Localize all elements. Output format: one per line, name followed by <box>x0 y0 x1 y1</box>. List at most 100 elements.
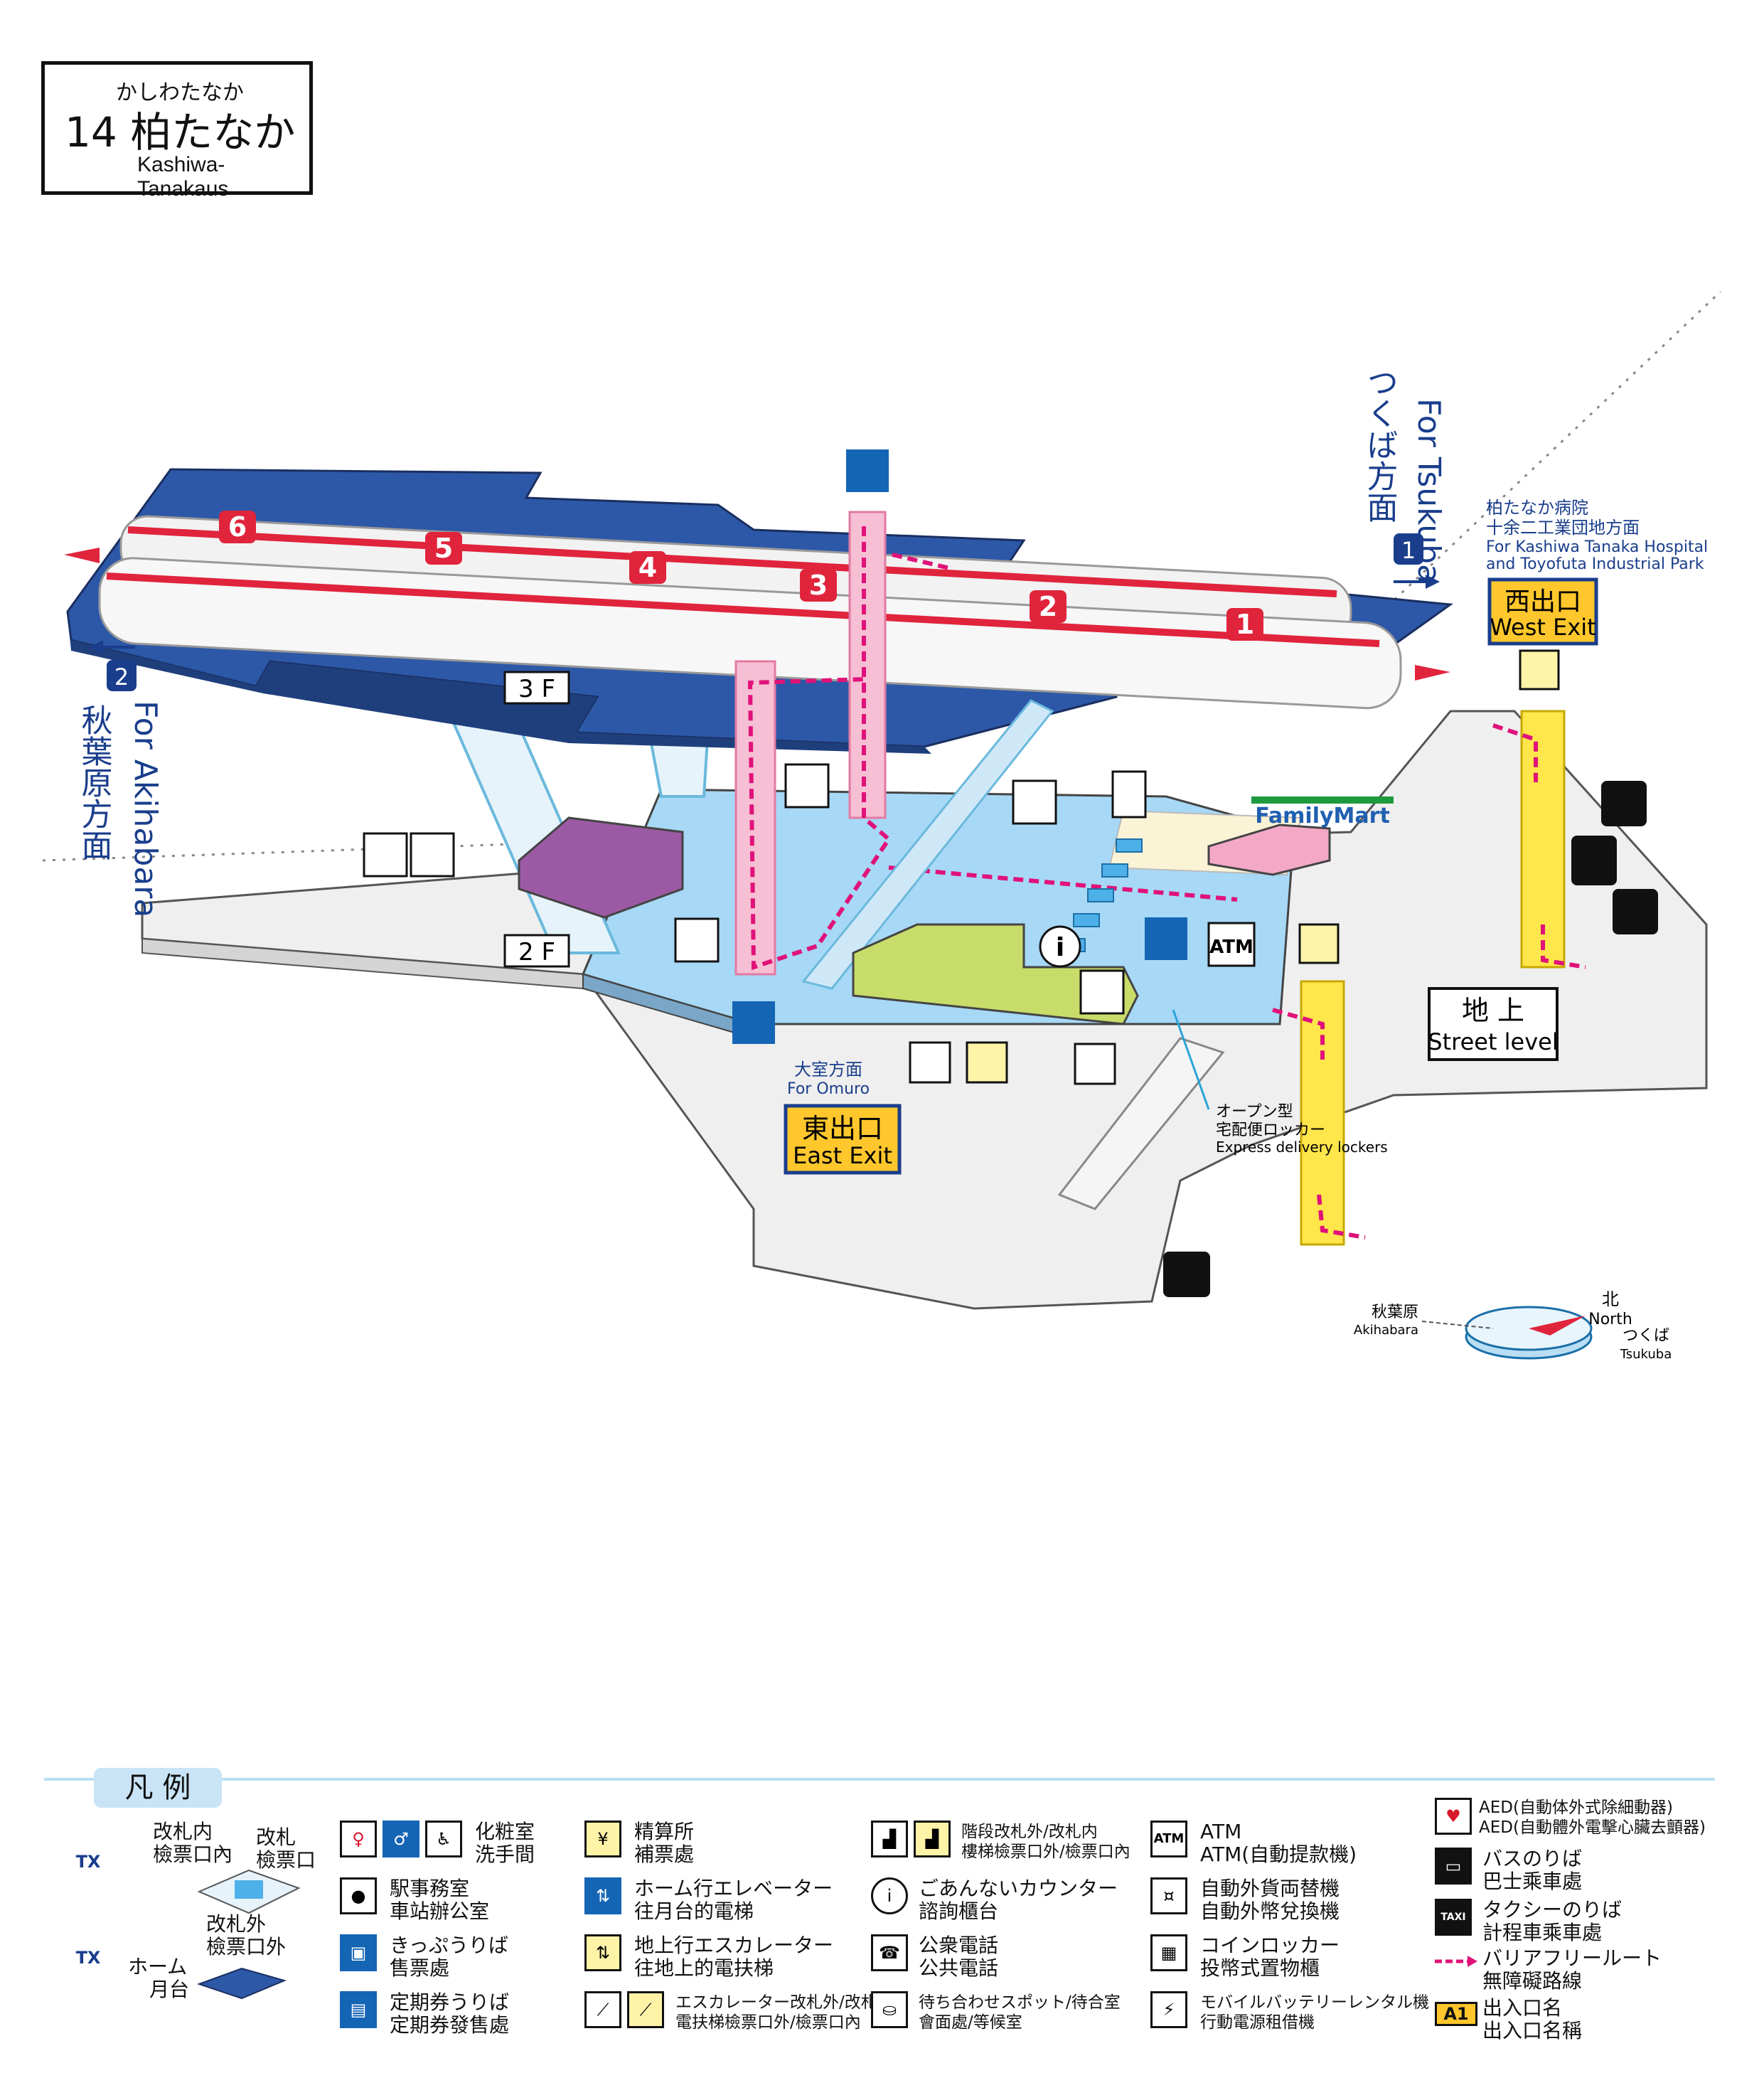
legend-rule <box>44 1778 1715 1781</box>
compass-akihabara-en: Akihabara <box>1354 1323 1418 1338</box>
street-level-label: 地 上 Street level <box>1428 987 1559 1061</box>
atm-legend-icon: ATM <box>1150 1821 1187 1858</box>
familymart-shop <box>1207 824 1331 876</box>
legend-pass-2: 定期券發售處 <box>390 2013 510 2037</box>
legend-aed-2: AED(自動體外電擊心臟去顫器) <box>1479 1818 1706 1837</box>
legend-exitname-2: 出入口名稱 <box>1482 2019 1583 2042</box>
legend-taxi: タクシーのりば 計程車乘車處 <box>1482 1899 1622 1944</box>
west-dest-en-1: For Kashiwa Tanaka Hospital <box>1486 538 1708 556</box>
bus-icon-west-2 <box>1613 889 1658 934</box>
legend-barrier-1: バリアフリールート <box>1482 1946 1662 1970</box>
compass-tsukuba: つくば <box>1623 1327 1669 1345</box>
legend-gate-1: 改札 <box>256 1825 296 1849</box>
platform-5-label: 5 <box>434 533 453 564</box>
toilet-male-icon: ♂ <box>383 1821 419 1858</box>
toilet-female-icon: ♀ <box>340 1821 377 1858</box>
locker-note-2: 宅配便ロッカー <box>1216 1121 1325 1139</box>
station-name: 14 柏たなか <box>65 108 296 156</box>
legend-phone: 公衆電話 公共電話 <box>919 1934 998 1980</box>
legend-toilet-2: 洗手間 <box>475 1843 535 1866</box>
legend-pass: 定期券うりば 定期券發售處 <box>390 1991 509 2037</box>
ticket-icon-map <box>1145 917 1187 960</box>
legend-office: 駅事務室 車站辦公室 <box>390 1877 489 1923</box>
toilet-room <box>518 816 684 919</box>
legend-ticket: きっぷうりば 售票處 <box>390 1934 508 1980</box>
bus-icon: ▭ <box>1435 1848 1472 1885</box>
bus-icon-west-1 <box>1601 781 1647 826</box>
tx-logo-icon-2: TX <box>70 1941 107 1978</box>
legend-elev-home: ホーム行エレベーター 往月台的電梯 <box>634 1877 833 1923</box>
elevator-3f-b <box>734 660 776 976</box>
omuro-label: 大室方面 <box>794 1060 862 1080</box>
legend-ticket-2: 售票處 <box>390 1956 450 1980</box>
elevator-ground-icon: ⇅ <box>584 1934 621 1971</box>
legend-atm: ATM ATM(自動提款機) <box>1200 1821 1357 1866</box>
legend-exchange-1: 自動外貨両替機 <box>1200 1877 1340 1900</box>
floor-3f-box <box>503 671 570 705</box>
legend-toilet-1: 化粧室 <box>475 1820 535 1843</box>
elevator-ground-icon-west <box>1519 649 1560 691</box>
atm-label: ATM <box>1209 937 1253 958</box>
compass-north: 北 <box>1602 1289 1619 1309</box>
legend-info: ごあんないカウンター 諮詢櫃台 <box>919 1877 1118 1923</box>
west-dest-1: 柏たなか病院 <box>1486 498 1588 518</box>
fare-icon-map <box>966 1041 1008 1084</box>
phone-icon: ☎ <box>871 1934 908 1971</box>
legend-locker-1: コインロッカー <box>1200 1934 1340 1957</box>
escalator-out-icon: ⟋ <box>584 1991 621 2028</box>
familymart-label: FamilyMart <box>1255 804 1390 828</box>
legend-barrier: バリアフリールート 無障礙路線 <box>1482 1947 1662 1993</box>
akihabara-guide-line <box>42 824 1067 862</box>
legend-toilet: 化粧室 洗手間 <box>475 1821 535 1866</box>
legend-taxi-1: タクシーのりば <box>1482 1898 1623 1922</box>
locker-note: オープン型 宅配便ロッカー Express delivery lockers <box>1172 1009 1388 1156</box>
battery-icon: ⚡ <box>1150 1991 1187 2028</box>
west-destination: 柏たなか病院 十余二工業団地方面 For Kashiwa Tanaka Hosp… <box>1486 498 1708 573</box>
legend-exitname: 出入口名 出入口名稱 <box>1482 1997 1582 2042</box>
elevator-east-exit <box>1300 980 1345 1246</box>
legend-stairs: 階段改札外/改札内 樓梯檢票口外/檢票口內 <box>961 1822 1130 1862</box>
legend-aed-1: AED(自動体外式除細動器) <box>1479 1798 1673 1817</box>
legend-battery-1: モバイルバッテリーレンタル機 <box>1200 1993 1429 2012</box>
accessible-icon: ♿ <box>425 1821 462 1858</box>
waiting-icon-map-c <box>674 917 720 963</box>
info-icon-map <box>1039 925 1081 968</box>
legend-atm-1: ATM <box>1200 1820 1242 1843</box>
legend-fare: 精算所 補票處 <box>634 1821 694 1866</box>
legend-gate-in-1: 改札内 <box>153 1820 213 1843</box>
pass-icon: ▤ <box>340 1991 377 2028</box>
aed-icon: ♥ <box>1435 1798 1472 1835</box>
legend-title: 凡 例 <box>94 1768 222 1808</box>
info-glyph: i <box>1056 933 1064 962</box>
street-level-ja: 地 上 <box>1462 995 1524 1026</box>
west-exit-en: West Exit <box>1490 614 1595 641</box>
legend-office-1: 駅事務室 <box>390 1877 470 1900</box>
akihabara-label: 秋葉原方面 <box>76 704 112 860</box>
legend-elev-ground: 地上行エスカレーター 往地上的電扶梯 <box>634 1934 833 1980</box>
familymart-stripe-green <box>1251 796 1394 804</box>
elevator-home-icon-top <box>846 449 889 492</box>
floor-2f-label: 2 F <box>518 938 555 966</box>
platform-4-label: 4 <box>638 552 657 583</box>
escalator-in-icon: ⟋ <box>627 1991 664 2028</box>
legend-wait-1: 待ち合わせスポット/待合室 <box>919 1993 1121 2012</box>
legend-info-2: 諮詢櫃台 <box>919 1899 999 1923</box>
battery-icon-map <box>1111 770 1147 819</box>
east-exit-ja: 東出口 <box>802 1113 883 1144</box>
akihabara-en: For Akihabara <box>127 700 164 917</box>
legend-locker: コインロッカー 投幣式置物櫃 <box>1200 1934 1340 1980</box>
legend-waiting: 待ち合わせスポット/待合室 會面處/等候室 <box>919 1993 1121 2032</box>
tsukuba-label: つくば方面 <box>1362 366 1398 523</box>
legend-gate-diagram <box>197 1869 301 1914</box>
coin-locker-icon: ▦ <box>1150 1934 1187 1971</box>
akihabara-num: 2 <box>114 663 129 691</box>
atm-icon: ATM <box>1207 922 1256 967</box>
legend-gate-out: 改札外 檢票口外 <box>206 1913 286 1958</box>
currency-exchange-icon: ¤ <box>1150 1877 1187 1914</box>
legend-exitname-1: 出入口名 <box>1482 1996 1563 2020</box>
legend-atm-2: ATM(自動提款機) <box>1200 1843 1357 1866</box>
rail-arrow-right <box>1415 665 1450 681</box>
platform-3-label: 3 <box>809 570 828 601</box>
waiting-icon: ⛀ <box>871 1991 908 2028</box>
